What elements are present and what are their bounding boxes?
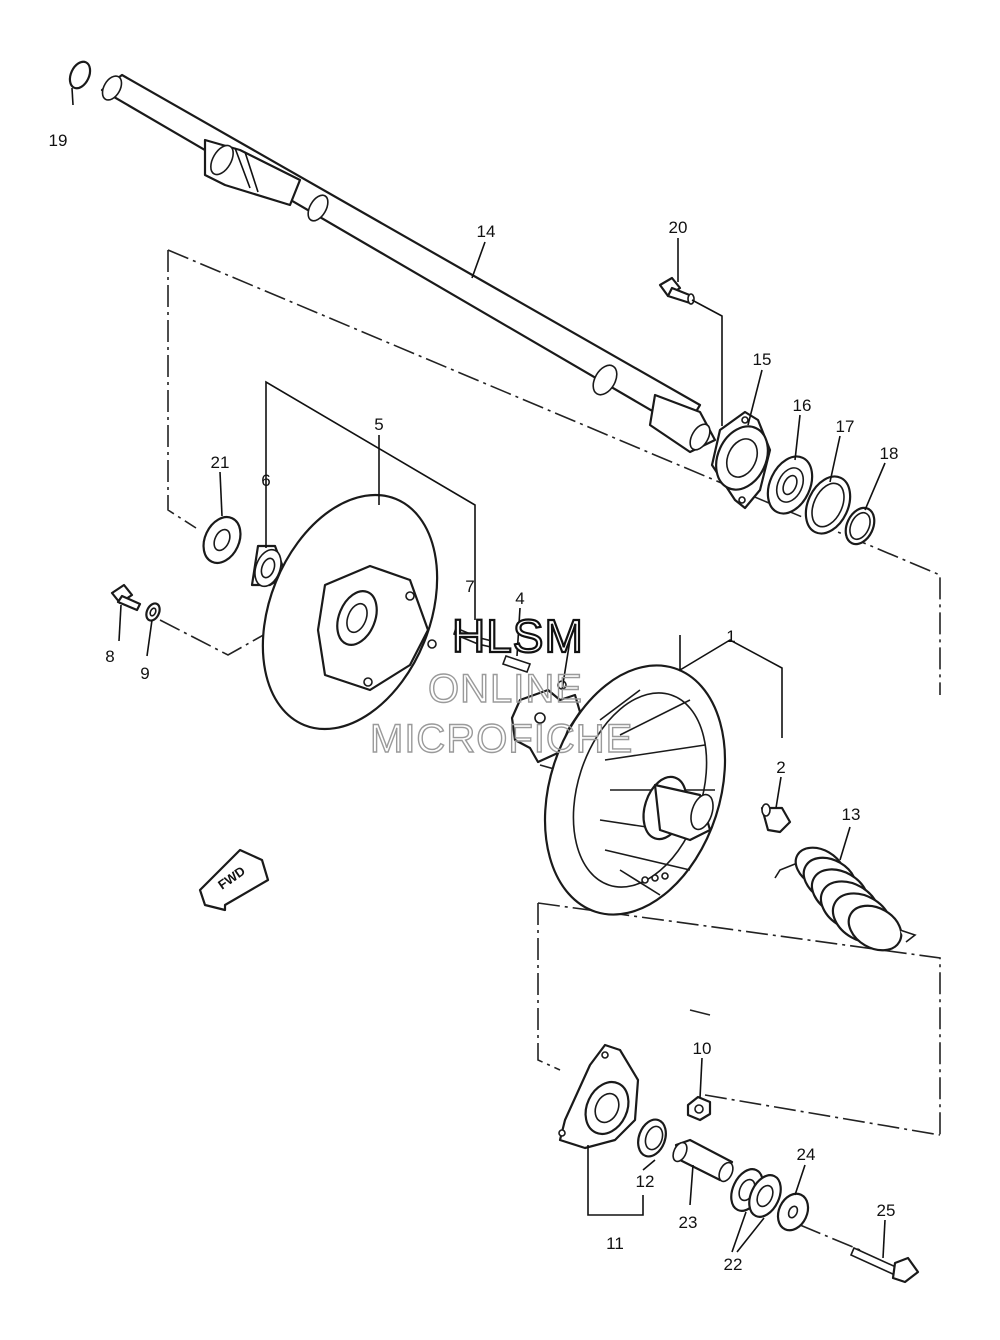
- callout-14: 14: [477, 222, 496, 241]
- part-4-screw: [501, 654, 532, 674]
- fwd-direction-arrow: FWD: [198, 848, 270, 912]
- part-7-pin: [453, 626, 493, 648]
- callout-4: 4: [515, 589, 524, 608]
- watermark-line-2: ONLINE: [428, 667, 583, 711]
- callout-25: 25: [877, 1201, 896, 1220]
- callout-17: 17: [836, 417, 855, 436]
- watermark-line-1: HLSM: [452, 610, 584, 662]
- part-16-bearing: [766, 455, 814, 515]
- callout-1: 1: [726, 627, 735, 646]
- callout-16: 16: [793, 396, 812, 415]
- callout-20: 20: [669, 218, 688, 237]
- callout-10: 10: [693, 1039, 712, 1058]
- part-11-housing: [558, 1043, 640, 1150]
- part-1-movable-sheave: [543, 664, 727, 916]
- callout-9: 9: [140, 664, 149, 683]
- part-8-bolt: [110, 583, 142, 612]
- part-22-spacers: [730, 1168, 782, 1218]
- part-2-slider: [760, 803, 792, 834]
- part-20-bolt: [658, 276, 695, 305]
- callout-2: 2: [776, 758, 785, 777]
- part-24-washer: [776, 1192, 810, 1232]
- leader-lines: [71, 87, 886, 1259]
- part-25-bolt: [849, 1246, 920, 1284]
- part-14-secondary-shaft: [100, 73, 717, 454]
- callout-21: 21: [211, 453, 230, 472]
- callout-11: 11: [606, 1234, 624, 1253]
- part-17-circlip: [804, 475, 852, 535]
- part-12-bearing: [637, 1118, 667, 1158]
- callout-13: 13: [842, 805, 861, 824]
- callout-18: 18: [880, 444, 899, 463]
- part-13-spring: [774, 846, 917, 952]
- callout-6: 6: [261, 471, 270, 490]
- part-15-bearing-housing: [710, 410, 772, 510]
- part-23-collar: [672, 1138, 734, 1183]
- callout-5: 5: [374, 415, 383, 434]
- part-18-snap-ring: [844, 506, 876, 546]
- callout-23: 23: [679, 1213, 698, 1232]
- callout-8: 8: [105, 647, 114, 666]
- part-19-o-ring: [68, 60, 92, 90]
- part-10-nut: [686, 1095, 712, 1122]
- callout-15: 15: [753, 350, 772, 369]
- watermark: HLSM ONLINE MICROFICHE: [369, 609, 633, 762]
- callout-12: 12: [636, 1172, 655, 1191]
- callout-7: 7: [465, 577, 474, 596]
- part-5-fixed-sheave: [261, 493, 439, 731]
- callout-22: 22: [724, 1255, 743, 1274]
- part-9-washer: [145, 602, 161, 622]
- callout-24: 24: [797, 1145, 816, 1164]
- callout-19: 19: [49, 131, 68, 150]
- watermark-line-3: MICROFICHE: [370, 717, 633, 761]
- callout-labels: 19 14 20 15 16 17 18 5 21 6 7 4 8 9 1 2 …: [49, 131, 899, 1274]
- part-21-washer: [202, 515, 242, 565]
